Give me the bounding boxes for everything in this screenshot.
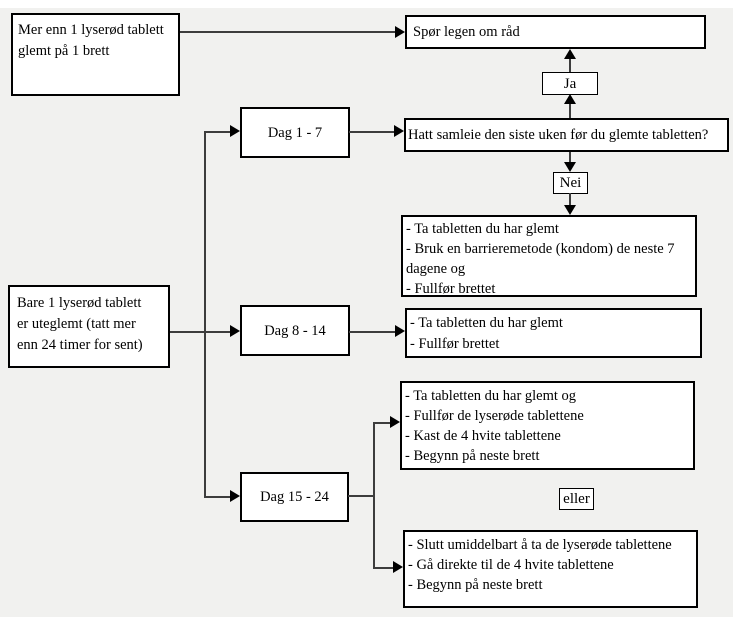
top-margin: [0, 0, 733, 8]
connector-onlyone-feed: [170, 331, 232, 333]
arrowhead-into-advice-8-14: [395, 325, 405, 337]
node-advice-dag-15-24-option-a: - Ta tabletten du har glemt og - Fullfør…: [400, 381, 695, 470]
arrowhead-into-option-b: [393, 561, 403, 573]
arrowhead-into-option-a: [390, 416, 400, 428]
node-question-intercourse: Hatt samleie den siste uken før du glemt…: [404, 118, 729, 152]
connector-more-to-askdoctor: [180, 31, 395, 33]
node-ja: Ja: [542, 72, 598, 95]
arrowhead-into-dag-15-24: [230, 490, 240, 502]
node-dag-15-24: Dag 15 - 24: [240, 472, 349, 522]
node-ask-doctor: Spør legen om råd: [405, 15, 706, 49]
arrowhead-into-question: [394, 125, 404, 137]
arrowhead-into-dag-1-7: [230, 125, 240, 137]
node-dag-8-14: Dag 8 - 14: [240, 305, 350, 356]
connector-dag17-to-question: [349, 131, 394, 133]
connector-nei-to-advice: [569, 193, 571, 207]
node-more-than-one-missed: Mer enn 1 lyserød tablett glemt på 1 bre…: [11, 13, 180, 96]
node-dag-1-7: Dag 1 - 7: [240, 107, 350, 158]
node-nei: Nei: [553, 172, 588, 194]
arrowhead-up-into-askdoctor: [564, 49, 576, 59]
node-advice-dag-8-14: - Ta tabletten du har glemt - Fullfør br…: [405, 308, 702, 358]
arrowhead-down-into-nei: [564, 162, 576, 172]
node-only-one-missed: Bare 1 lyserød tablett er uteglemt (tatt…: [8, 285, 170, 368]
arrowhead-down-into-advice-1-7: [564, 205, 576, 215]
connector-branch-to-dag1524: [204, 496, 232, 498]
connector-branch-to-option-b: [373, 567, 395, 569]
connector-dag814-to-advice: [349, 331, 395, 333]
connector-left-trunk: [204, 131, 206, 498]
connector-dag1524-trunk: [373, 422, 375, 569]
connector-dag1524-stub: [348, 495, 375, 497]
arrowhead-into-dag-8-14: [230, 325, 240, 337]
connector-branch-to-option-a: [373, 422, 392, 424]
connector-branch-to-dag17: [204, 131, 232, 133]
arrowhead-up-into-ja: [564, 94, 576, 104]
node-advice-dag-15-24-option-b: - Slutt umiddelbart å ta de lyserøde tab…: [403, 530, 698, 608]
node-eller: eller: [559, 488, 594, 510]
node-advice-dag-1-7: - Ta tabletten du har glemt - Bruk en ba…: [401, 215, 697, 297]
connector-ja-to-askdoctor: [569, 57, 571, 72]
connector-question-to-ja: [569, 102, 571, 118]
bottom-margin: [0, 617, 733, 623]
arrowhead-into-askdoctor: [395, 26, 405, 38]
connector-question-to-nei: [569, 152, 571, 164]
